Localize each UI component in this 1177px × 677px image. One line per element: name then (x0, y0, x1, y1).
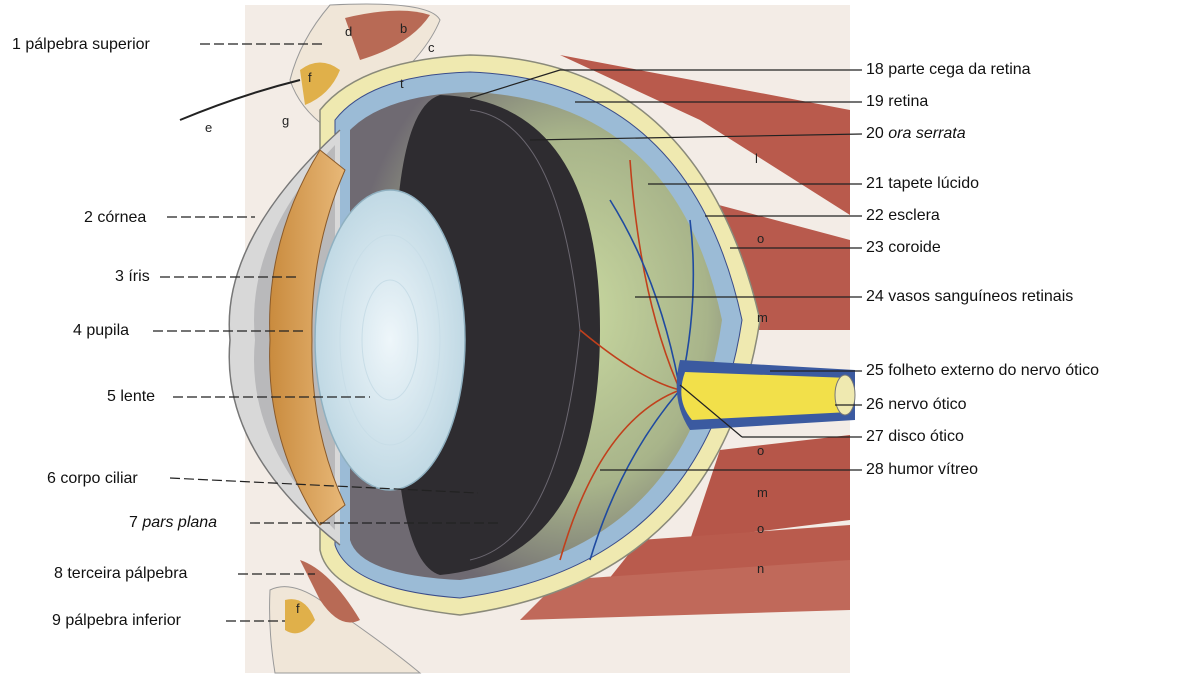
letter-m-2: m (757, 485, 768, 500)
label-4: 4 pupila (73, 322, 129, 340)
label-5: 5 lente (107, 388, 155, 406)
letter-n: n (757, 561, 764, 576)
label-22: 22 esclera (866, 207, 940, 225)
label-25: 25 folheto externo do nervo ótico (866, 362, 1099, 380)
letter-g: g (282, 113, 289, 128)
letter-m-1: m (757, 310, 768, 325)
label-26: 26 nervo ótico (866, 396, 967, 414)
letter-b: b (400, 21, 407, 36)
label-3: 3 íris (115, 268, 150, 286)
letter-o-1: o (757, 231, 764, 246)
label-23: 23 coroide (866, 239, 941, 257)
label-9: 9 pálpebra inferior (52, 612, 181, 630)
letter-t: t (400, 76, 404, 91)
label-6: 6 corpo ciliar (47, 470, 138, 488)
label-28: 28 humor vítreo (866, 461, 978, 479)
letter-f: f (308, 70, 312, 85)
label-2: 2 córnea (84, 209, 146, 227)
label-7: 7 pars plana (129, 514, 217, 532)
label-1: 1 pálpebra superior (12, 36, 150, 54)
label-19: 19 retina (866, 93, 928, 111)
label-20: 20 ora serrata (866, 125, 966, 143)
label-21: 21 tapete lúcido (866, 175, 979, 193)
letter-c: c (428, 40, 435, 55)
letter-o-2: o (757, 443, 764, 458)
label-27: 27 disco ótico (866, 428, 964, 446)
letter-e: e (205, 120, 212, 135)
letter-d: d (345, 24, 352, 39)
label-24: 24 vasos sanguíneos retinais (866, 288, 1073, 306)
label-8: 8 terceira pálpebra (54, 565, 187, 583)
letter-l: l (755, 151, 758, 166)
letter-o-3: o (757, 521, 764, 536)
letter-f-2: f (296, 601, 300, 616)
label-18: 18 parte cega da retina (866, 61, 1031, 79)
